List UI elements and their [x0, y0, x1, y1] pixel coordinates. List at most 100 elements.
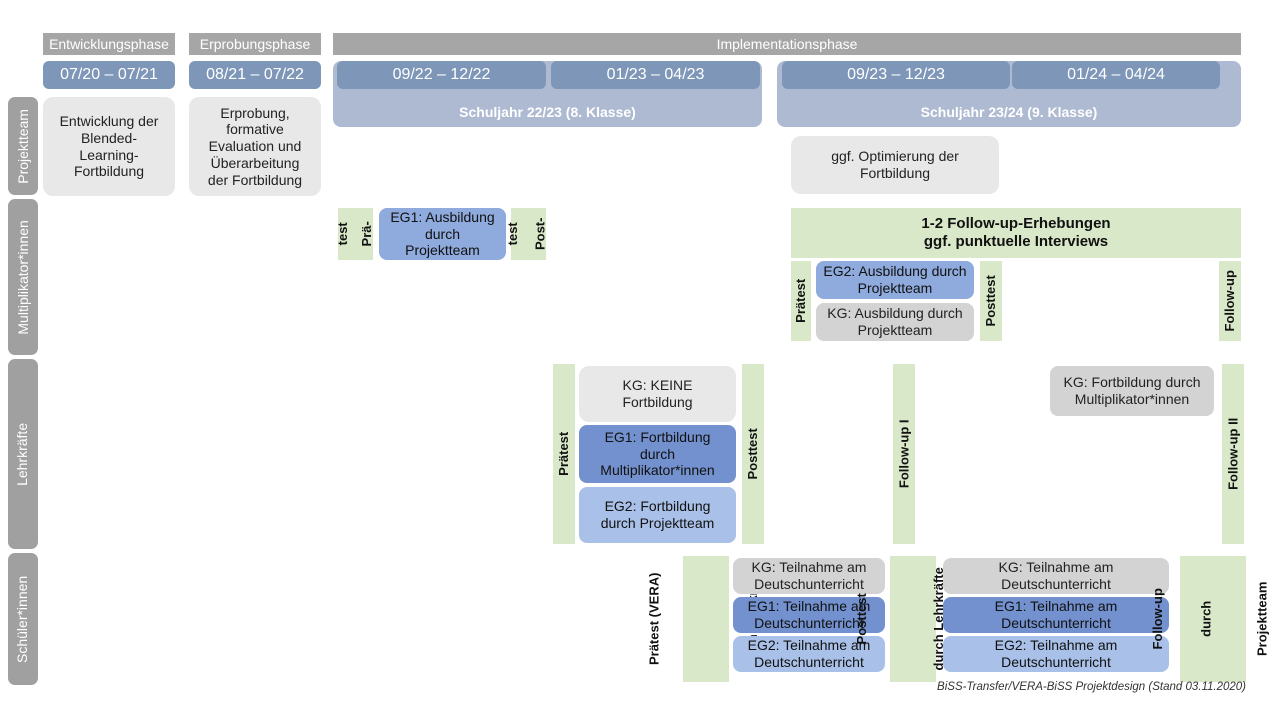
- projektteam-optimierung-box: ggf. Optimierung der Fortbildung: [791, 136, 999, 194]
- lehrkraefte-followup-2-strip: Follow-up II: [1222, 364, 1244, 544]
- text-line: KG: Fortbildung durch: [1063, 374, 1201, 391]
- text-line: Deutschunterricht: [1001, 654, 1111, 670]
- period-box-p2: 08/21 – 07/22: [189, 61, 321, 89]
- period-label: 07/20 – 07/21: [60, 66, 158, 84]
- row-label-lehrkraefte: Lehrkräfte: [8, 359, 38, 549]
- schuelerinnen-posttest-strip: Posttest durch Lehrkräfte: [854, 556, 946, 682]
- text-line: Deutschunterricht: [754, 654, 864, 670]
- text-line: Entwicklung der: [59, 112, 159, 129]
- multiplikatoren-kg-ausbildung-box: KG: Ausbildung durch Projektteam: [816, 303, 974, 341]
- phase-header-implementationsphase: Implementationsphase: [333, 33, 1241, 55]
- period-box-p5: 09/23 – 12/23: [782, 61, 1010, 89]
- text-line: Projektteam: [857, 280, 933, 296]
- row-label-schuelerinnen: Schüler*innen: [8, 553, 38, 685]
- strip-line: durch: [1198, 600, 1214, 638]
- text-line: Projektteam: [405, 242, 480, 259]
- footer-caption: BiSS-Transfer/VERA-BiSS Projektdesign (S…: [937, 681, 1246, 693]
- lehrkraefte-eg2-box: EG2: Fortbildung durch Projektteam: [579, 487, 736, 543]
- schuelerinnen-block-a-eg2-box: EG2: Teilnahme am Deutschunterricht: [733, 636, 885, 672]
- multiplikatoren-praetest-strip-1: test Prä-: [335, 208, 375, 260]
- strip-line: Prätest: [793, 278, 809, 324]
- text-line: Multiplikator*innen: [1074, 391, 1190, 407]
- period-box-p1: 07/20 – 07/21: [43, 61, 175, 89]
- text-line: EG1: Fortbildung: [604, 428, 711, 445]
- text-line: EG2: Teilnahme am: [747, 637, 871, 654]
- text-line: Blended-: [80, 129, 138, 146]
- period-box-p4: 01/23 – 04/23: [551, 61, 760, 89]
- strip-line: Follow-up I: [896, 419, 912, 489]
- text-line: Deutschunterricht: [1001, 615, 1111, 631]
- strip-line: Projektteam: [1253, 581, 1269, 657]
- schuelerinnen-block-a-kg-box: KG: Teilnahme am Deutschunterricht: [733, 558, 885, 594]
- text-line: KG: Teilnahme am: [751, 559, 867, 576]
- schuelerinnen-followup-strip: Follow-up durch Projektteam: [1150, 556, 1269, 682]
- text-line: Evaluation und: [208, 138, 302, 155]
- row-label-projektteam: Projektteam: [8, 97, 38, 195]
- text-line: 1-2 Follow-up-Erhebungen: [921, 215, 1111, 232]
- strip-line: Follow-up: [1222, 270, 1238, 332]
- text-line: Überarbeitung: [210, 154, 300, 171]
- schuelerinnen-block-b-kg-box: KG: Teilnahme am Deutschunterricht: [943, 558, 1169, 594]
- strip-line: Prä-: [359, 221, 375, 247]
- strip-line: Follow-up: [1149, 588, 1165, 650]
- multiplikatoren-eg1-ausbildung-box: EG1: Ausbildung durch Projektteam: [379, 208, 506, 260]
- text-line: durch: [639, 445, 676, 462]
- period-label: 01/23 – 04/23: [606, 66, 705, 84]
- strip-line: Prätest (VERA): [646, 572, 662, 666]
- multiplikatoren-posttest-strip-1: test Post-: [504, 208, 548, 260]
- text-line: EG2: Fortbildung: [604, 498, 711, 515]
- lehrkraefte-kg-keine-box: KG: KEINE Fortbildung: [579, 366, 736, 422]
- projektteam-entwicklung-box: Entwicklung der Blended- Learning- Fortb…: [43, 97, 175, 196]
- period-label: 01/24 – 04/24: [1067, 66, 1165, 84]
- text-line: durch: [424, 225, 461, 242]
- lehrkraefte-kg-fortbildung-box: KG: Fortbildung durch Multiplikator*inne…: [1050, 366, 1214, 416]
- phase-label: Implementationsphase: [716, 35, 858, 52]
- schuelerinnen-praetest-vera-strip: Prätest (VERA) durch Lehrkräfte: [647, 556, 759, 682]
- row-label-text: Projektteam: [14, 108, 31, 184]
- multiplikatoren-posttest-strip-2: Posttest: [980, 261, 1002, 341]
- text-line: EG1: Teilnahme am: [747, 598, 871, 615]
- phase-label: Entwicklungsphase: [49, 35, 169, 52]
- multiplikatoren-eg2-ausbildung-box: EG2: Ausbildung durch Projektteam: [816, 261, 974, 299]
- period-box-p6: 01/24 – 04/24: [1012, 61, 1220, 89]
- row-label-multiplikatorinnen: Multiplikator*innen: [8, 199, 38, 355]
- multiplikatoren-followup-strip: Follow-up: [1219, 261, 1241, 341]
- text-line: KG: Teilnahme am: [998, 559, 1114, 576]
- row-label-text: Multiplikator*innen: [14, 219, 31, 335]
- school-year-label: Schuljahr 23/24 (9. Klasse): [920, 104, 1098, 121]
- projektteam-erprobung-box: Erprobung, formative Evaluation und Über…: [189, 97, 321, 196]
- text-line: EG1: Teilnahme am: [994, 598, 1118, 615]
- text-line: KG: KEINE: [622, 377, 693, 394]
- multiplikatoren-followup-erhebungen-band: 1-2 Follow-up-Erhebungen ggf. punktuelle…: [791, 208, 1241, 258]
- strip-line: Follow-up II: [1225, 417, 1241, 491]
- school-year-label: Schuljahr 22/23 (8. Klasse): [459, 104, 636, 121]
- phase-header-erprobungsphase: Erprobungsphase: [189, 33, 321, 55]
- strip-line: Posttest: [853, 593, 869, 645]
- row-label-text: Lehrkräfte: [14, 422, 31, 486]
- text-line: Deutschunterricht: [754, 615, 864, 631]
- period-label: 08/21 – 07/22: [206, 66, 304, 84]
- text-line: der Fortbildung: [207, 171, 303, 188]
- text-line: formative: [226, 121, 284, 138]
- lehrkraefte-followup-1-strip: Follow-up I: [893, 364, 915, 544]
- text-line: Erprobung,: [220, 104, 290, 121]
- schuelerinnen-block-a-eg1-box: EG1: Teilnahme am Deutschunterricht: [733, 597, 885, 633]
- text-line: ggf. punktuelle Interviews: [923, 233, 1109, 250]
- strip-line: Post-: [532, 217, 548, 251]
- strip-line: test: [504, 222, 520, 246]
- phase-header-entwicklungsphase: Entwicklungsphase: [43, 33, 175, 55]
- text-line: EG2: Ausbildung durch: [823, 263, 967, 280]
- schuelerinnen-block-b-eg2-box: EG2: Teilnahme am Deutschunterricht: [943, 636, 1169, 672]
- text-line: Deutschunterricht: [1001, 576, 1111, 592]
- text-line: EG1: Ausbildung: [390, 208, 495, 225]
- text-line: EG2: Teilnahme am: [994, 637, 1118, 654]
- text-line: Deutschunterricht: [754, 576, 864, 592]
- lehrkraefte-eg1-box: EG1: Fortbildung durch Multiplikator*inn…: [579, 425, 736, 483]
- text-line: durch Projektteam: [600, 515, 715, 531]
- row-label-text: Schüler*innen: [14, 575, 31, 663]
- text-line: Fortbildung: [859, 165, 931, 181]
- strip-line: test: [335, 222, 351, 246]
- text-line: Fortbildung: [73, 163, 145, 180]
- text-line: Learning-: [79, 146, 139, 163]
